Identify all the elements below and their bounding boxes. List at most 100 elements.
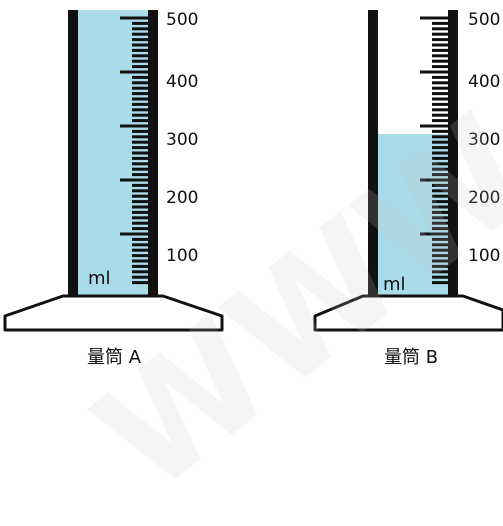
cylinder-a-minor-tick <box>132 227 148 231</box>
scale-label-b-400: 400 <box>468 72 501 92</box>
cylinder-a-minor-tick <box>132 183 148 187</box>
cylinder-b-minor-tick <box>432 200 448 204</box>
cylinder-a-minor-tick <box>132 205 148 209</box>
cylinder-a-minor-tick <box>132 48 148 52</box>
scale-label-a-200: 200 <box>166 188 199 208</box>
cylinder-b-minor-tick <box>432 75 448 79</box>
cylinder-a-minor-tick <box>132 275 148 279</box>
cylinder-a-minor-tick <box>132 146 148 150</box>
cylinder-b-minor-tick <box>432 243 448 247</box>
cylinder-a-minor-tick <box>132 254 148 258</box>
cylinder-b-minor-tick <box>432 92 448 96</box>
cylinder-b-minor-tick <box>432 129 448 133</box>
cylinder-b-minor-tick <box>432 32 448 36</box>
cylinder-a-minor-tick <box>132 108 148 112</box>
cylinder-a-minor-tick <box>132 270 148 274</box>
cylinder-a-minor-tick <box>132 81 148 85</box>
cylinder-a-minor-tick <box>132 216 148 220</box>
cylinder-b-minor-tick <box>432 162 448 166</box>
cylinder-a-minor-tick <box>132 119 148 123</box>
cylinder-a-minor-tick <box>132 97 148 101</box>
cylinder-a-ticks <box>120 16 148 285</box>
cylinder-b-minor-tick <box>432 59 448 63</box>
cylinder-b-minor-tick <box>432 27 448 31</box>
cylinder-a-base <box>3 294 224 332</box>
cylinder-b-minor-tick <box>432 281 448 285</box>
caption-b: 量筒 B <box>384 347 439 368</box>
cylinder-b-minor-tick <box>432 221 448 225</box>
cylinder-b-minor-tick <box>432 227 448 231</box>
unit-label-a: ml <box>88 268 111 289</box>
cylinder-a-minor-tick <box>132 200 148 204</box>
diagram-canvas <box>3 10 503 332</box>
cylinder-a-minor-tick <box>132 281 148 285</box>
scale-label-a-500: 500 <box>166 10 199 30</box>
cylinder-b-minor-tick <box>432 48 448 52</box>
caption-a: 量筒 A <box>87 347 142 368</box>
cylinder-b-major-tick <box>420 16 448 20</box>
cylinder-a-minor-tick <box>132 27 148 31</box>
cylinder-a-minor-tick <box>132 32 148 36</box>
cylinder-b-minor-tick <box>432 38 448 42</box>
cylinder-b-base <box>313 294 503 332</box>
diagram: 500 400 300 200 100 ml 500 400 300 200 1… <box>3 10 503 368</box>
cylinder-b-minor-tick <box>432 21 448 25</box>
unit-label-b: ml <box>383 274 406 295</box>
cylinder-a-minor-tick <box>132 194 148 198</box>
cylinder-b-minor-tick <box>432 81 448 85</box>
cylinder-b-minor-tick <box>432 151 448 155</box>
cylinder-b-minor-tick <box>432 194 448 198</box>
cylinder-b-major-tick <box>420 232 448 236</box>
cylinder-a-minor-tick <box>132 156 148 160</box>
cylinder-b-minor-tick <box>432 43 448 47</box>
scale-label-b-100: 100 <box>468 246 501 266</box>
cylinder-a-minor-tick <box>132 259 148 263</box>
cylinder-a-minor-tick <box>132 92 148 96</box>
cylinder-a-minor-tick <box>132 38 148 42</box>
cylinder-a-minor-tick <box>132 162 148 166</box>
cylinder-a-minor-tick <box>132 237 148 241</box>
cylinder-a-minor-tick <box>132 189 148 193</box>
cylinder-b-minor-tick <box>432 140 448 144</box>
cylinder-b-minor-tick <box>432 173 448 177</box>
cylinder-b-minor-tick <box>432 248 448 252</box>
cylinder-a-minor-tick <box>132 86 148 90</box>
cylinder-a-minor-tick <box>132 173 148 177</box>
cylinder-b-minor-tick <box>432 205 448 209</box>
cylinder-b-minor-tick <box>432 113 448 117</box>
cylinder-a-minor-tick <box>132 248 148 252</box>
scale-label-a-400: 400 <box>166 72 199 92</box>
cylinder-a-major-tick <box>120 70 148 74</box>
cylinder-b-minor-tick <box>432 54 448 58</box>
scale-label-b-200: 200 <box>468 188 501 208</box>
cylinder-a-minor-tick <box>132 54 148 58</box>
cylinder-b-minor-tick <box>432 167 448 171</box>
cylinder-a-minor-tick <box>132 75 148 79</box>
cylinder-a-minor-tick <box>132 210 148 214</box>
cylinder-a-minor-tick <box>132 129 148 133</box>
cylinder-a-major-tick <box>120 178 148 182</box>
cylinder-b-major-tick <box>420 124 448 128</box>
cylinder-a-major-tick <box>120 16 148 20</box>
cylinder-b-minor-tick <box>432 237 448 241</box>
cylinder-a-minor-tick <box>132 65 148 69</box>
cylinder-a-minor-tick <box>132 140 148 144</box>
scale-label-b-300: 300 <box>468 130 501 150</box>
cylinder-b-minor-tick <box>432 97 448 101</box>
cylinder-b-minor-tick <box>432 254 448 258</box>
cylinder-a-minor-tick <box>132 43 148 47</box>
cylinder-a-major-tick <box>120 232 148 236</box>
cylinder-a-right-wall <box>148 10 158 298</box>
cylinder-b-minor-tick <box>432 275 448 279</box>
cylinder-b-right-wall <box>448 10 458 298</box>
cylinder-a-minor-tick <box>132 113 148 117</box>
cylinder-a-major-tick <box>120 124 148 128</box>
cylinder-b-minor-tick <box>432 210 448 214</box>
cylinder-a-minor-tick <box>132 264 148 268</box>
cylinder-b-minor-tick <box>432 65 448 69</box>
cylinder-b-ticks <box>420 16 448 285</box>
cylinder-a-minor-tick <box>132 221 148 225</box>
cylinder-b-minor-tick <box>432 264 448 268</box>
cylinder-a-minor-tick <box>132 243 148 247</box>
scale-label-a-300: 300 <box>166 130 199 150</box>
